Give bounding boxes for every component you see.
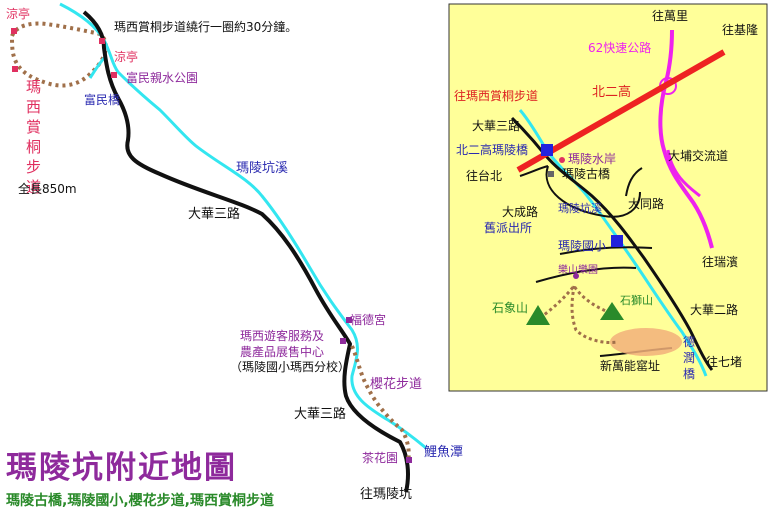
old-bridge-label: 瑪陵古橋 <box>562 166 610 181</box>
police-marker <box>548 171 554 177</box>
page-title: 瑪陵坑附近地圖 <box>6 450 237 486</box>
service-center-label-2: 農產品展售中心 <box>240 344 324 359</box>
park-marker <box>111 72 117 78</box>
pavilion-top-marker <box>11 28 17 34</box>
inset-dacheng-road <box>545 165 641 218</box>
loop-note: 瑪西賞桐步道繞行一圈約30分鐘。 <box>114 19 297 34</box>
cherry-trail-label: 櫻花步道 <box>370 376 422 392</box>
kiln-site-area <box>610 328 682 356</box>
inset-map: 往萬里 往基隆 62快速公路 北二高 往瑪西賞桐步道 大華三路 北二高瑪陵橋 瑪… <box>448 3 768 392</box>
svg-text:西: 西 <box>26 98 41 116</box>
dahua-3rd-road <box>82 10 410 493</box>
freeway-bridge-marker <box>541 144 553 156</box>
service-center-marker <box>340 338 346 344</box>
trail-name-vertical: 瑪 西 賞 桐 步 道 <box>26 78 41 196</box>
kiln-site-label: 新萬能窰址 <box>600 358 660 373</box>
creek-label: 瑪陵坑溪 <box>236 161 288 176</box>
expressway-62 <box>658 29 714 249</box>
to-taipei-label: 往台北 <box>466 168 502 183</box>
tea-garden-marker <box>406 457 412 463</box>
dexun-label-2: 潤 <box>683 351 695 365</box>
inset-creek-label: 瑪陵坑溪 <box>558 201 602 215</box>
tea-garden-label: 茶花園 <box>362 450 398 465</box>
interchange-label: 大埔交流道 <box>668 148 728 163</box>
carp-pool-label: 鯉魚潭 <box>424 445 463 460</box>
police-label: 舊派出所 <box>484 220 532 235</box>
shishi-label: 石獅山 <box>620 293 653 307</box>
temple-marker <box>346 317 352 323</box>
pavilion-top-label: 涼亭 <box>6 6 30 21</box>
to-keelung-label: 往基隆 <box>722 22 758 37</box>
freeway-bridge-label: 北二高瑪陵橋 <box>456 142 528 157</box>
creek-branch <box>88 54 108 79</box>
shishi-mtn-icon <box>600 302 624 320</box>
expressway-label: 62快速公路 <box>588 40 651 55</box>
shixiang-label: 石象山 <box>492 301 528 315</box>
page-subtitle: 瑪陵古橋,瑪陵國小,櫻花步道,瑪西賞桐步道 <box>6 492 274 509</box>
to-maling-label: 往瑪陵坑 <box>360 487 412 502</box>
to-ruibin-label: 往瑞濱 <box>702 254 738 269</box>
creek-river <box>59 2 427 450</box>
trail-length-label: 全長850m <box>18 181 77 196</box>
road-upper-label: 大華三路 <box>188 206 240 222</box>
pavilion-mid-label: 涼亭 <box>114 49 138 64</box>
service-center-label-3: （瑪陵國小瑪西分校） <box>230 359 350 374</box>
inset-dahua3-label: 大華三路 <box>472 118 520 133</box>
maxi-trail-route <box>10 21 108 88</box>
temple-label: 福德宮 <box>350 312 386 327</box>
dacheng-label: 大成路 <box>502 204 538 219</box>
cherry-blossom-trail <box>350 345 411 463</box>
road-lower-label: 大華三路 <box>294 406 346 422</box>
inset-road-south-1 <box>559 246 653 255</box>
inset-datong-road <box>625 167 643 197</box>
park-label: 富民親水公園 <box>126 70 198 85</box>
main-map: 涼亭 瑪西賞桐步道繞行一圈約30分鐘。 涼亭 富民親水公園 富民橋 瑪 西 賞 … <box>6 2 463 502</box>
freeway-label: 北二高 <box>592 84 631 100</box>
to-wanli-label: 往萬里 <box>652 8 688 23</box>
shixiang-mtn-icon <box>526 305 550 325</box>
inset-road-to-taipei <box>519 165 549 177</box>
inset-road-south-2 <box>535 266 637 283</box>
service-center-label-1: 瑪西遊客服務及 <box>240 328 324 343</box>
dexun-label-1: 德 <box>683 334 695 349</box>
inset-hiking-trail <box>539 283 619 344</box>
svg-text:桐: 桐 <box>26 138 41 156</box>
shore-marker <box>559 157 565 163</box>
interchange-ramp <box>666 149 701 198</box>
pavilion-mid-marker <box>99 38 105 44</box>
to-maxi-trail-label: 往瑪西賞桐步道 <box>454 88 538 103</box>
music-park-marker <box>573 273 579 279</box>
svg-text:步: 步 <box>26 158 41 176</box>
shore-label: 瑪陵水岸 <box>568 152 616 166</box>
school-label: 瑪陵國小 <box>558 239 606 253</box>
to-qidu-label: 往七堵 <box>706 354 742 369</box>
trail-start-marker <box>12 66 18 72</box>
music-park-label: 樂山樂園 <box>558 263 598 276</box>
svg-text:賞: 賞 <box>26 118 41 136</box>
svg-text:道: 道 <box>26 178 41 196</box>
datong-label: 大同路 <box>628 196 664 211</box>
bridge-label: 富民橋 <box>84 92 120 107</box>
school-marker <box>611 235 623 247</box>
svg-text:瑪: 瑪 <box>26 78 41 96</box>
inset-background <box>448 3 768 392</box>
dahua2-label: 大華二路 <box>690 302 738 317</box>
dexun-label-3: 橋 <box>683 367 695 381</box>
